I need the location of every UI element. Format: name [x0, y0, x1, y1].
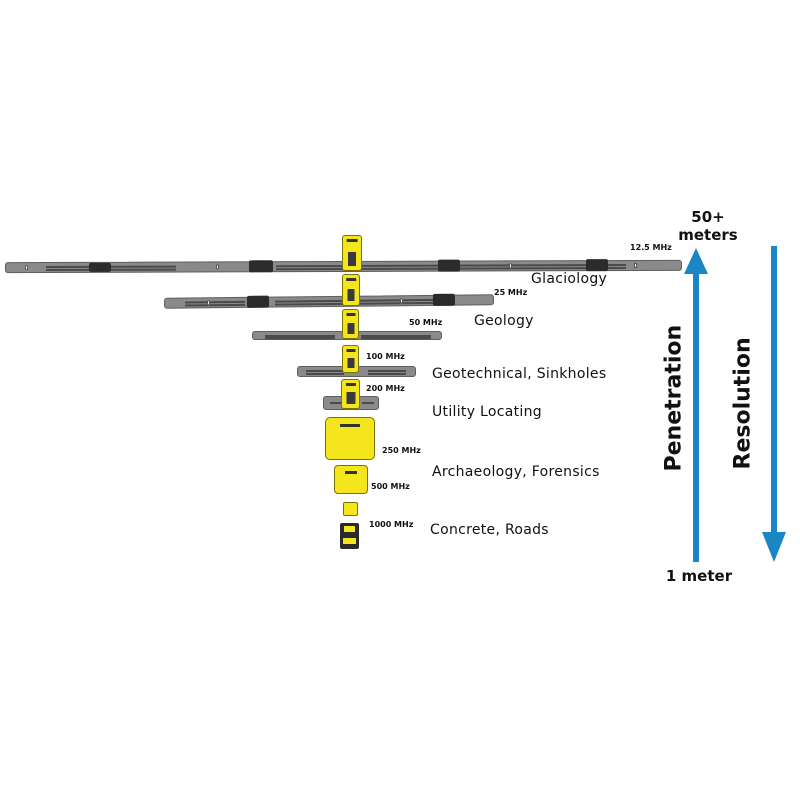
depth-top-label: 50+ meters — [678, 208, 738, 244]
resolution-arrow — [762, 246, 786, 562]
antenna-box-25mhz — [342, 274, 360, 306]
resolution-label: Resolution — [730, 337, 756, 470]
freq-label-25mhz: 25 MHz — [494, 288, 528, 297]
antenna-rail-25mhz — [163, 293, 495, 309]
freq-label-200mhz: 200 MHz — [366, 384, 405, 393]
antenna-box-500mhz — [334, 465, 368, 494]
application-label-concrete-roads: Concrete, Roads — [430, 522, 549, 538]
application-label-geotechnical: Geotechnical, Sinkholes — [432, 366, 607, 382]
freq-label-12-5mhz: 12.5 MHz — [630, 243, 672, 252]
antenna-box-100mhz — [342, 345, 359, 373]
antenna-box-1000mhz — [340, 523, 359, 549]
application-label-glaciology: Glaciology — [531, 271, 608, 287]
application-label-utility-locating: Utility Locating — [432, 404, 542, 420]
application-label-archaeology: Archaeology, Forensics — [432, 464, 600, 480]
freq-label-100mhz: 100 MHz — [366, 352, 405, 361]
antenna-box-12-5mhz — [342, 235, 362, 271]
application-label-geology: Geology — [474, 313, 534, 329]
antenna-box-50mhz — [342, 309, 359, 339]
penetration-arrow — [684, 248, 708, 562]
freq-label-50mhz: 50 MHz — [409, 318, 443, 327]
depth-bottom-label: 1 meter — [665, 567, 733, 585]
penetration-label: Penetration — [661, 324, 687, 472]
freq-label-1000mhz: 1000 MHz — [369, 520, 414, 529]
antenna-box-200mhz — [341, 379, 360, 409]
freq-label-250mhz: 250 MHz — [382, 446, 421, 455]
freq-label-500mhz: 500 MHz — [371, 482, 410, 491]
antenna-box-1000mhz-top — [343, 502, 358, 516]
antenna-box-250mhz — [325, 417, 375, 460]
